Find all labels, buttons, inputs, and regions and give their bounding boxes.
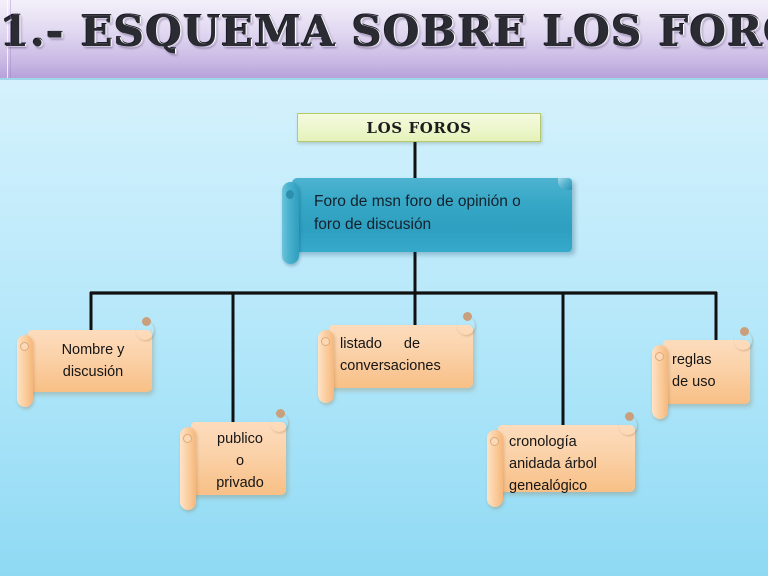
scroll-roll-left-icon <box>487 430 503 507</box>
node-publico-line2: o <box>235 453 245 469</box>
scroll-curl-right-icon <box>270 409 288 432</box>
node-reglas-de-uso[interactable]: reglas de uso <box>652 327 750 419</box>
node-publico-text: publico o privado <box>199 428 281 494</box>
scroll-curl-inner-icon <box>740 327 749 336</box>
node-listado-text: listado de conversaciones <box>340 333 464 377</box>
scroll-curl-right-icon <box>619 412 637 435</box>
node-foro-msn-line2: foro de discusión <box>314 216 432 233</box>
node-reglas-text: reglas de uso <box>672 349 744 393</box>
slide-title-bar: 1.- ESQUEMA SOBRE LOS FOROS <box>0 0 768 80</box>
scroll-curl-right-icon <box>558 178 572 190</box>
scroll-roll-dot-icon <box>20 342 29 351</box>
node-listado-de-conversaciones[interactable]: listado de conversaciones <box>318 312 473 403</box>
scroll-roll-dot-icon <box>286 190 294 199</box>
scroll-roll-left-icon <box>180 427 196 510</box>
node-listado-line1b: de <box>403 336 421 352</box>
node-cronologia-anidada[interactable]: cronología anidada árbol genealógico <box>487 412 635 507</box>
scroll-curl-inner-icon <box>625 412 634 421</box>
scroll-roll-left-icon <box>282 182 299 264</box>
node-nombre-y-discusion[interactable]: Nombre y discusión <box>17 317 152 407</box>
node-cronologia-line1: cronología <box>509 434 577 450</box>
scroll-curl-right-icon <box>457 312 475 335</box>
node-foro-msn-line1: Foro de msn foro de opinión o <box>314 193 521 210</box>
page-title: 1.- ESQUEMA SOBRE LOS FOROS <box>0 7 768 56</box>
node-cronologia-text: cronología anidada árbol genealógico <box>509 431 627 497</box>
scroll-roll-dot-icon <box>490 437 499 446</box>
scroll-roll-dot-icon <box>321 337 330 346</box>
node-nombre-line2: discusión <box>62 364 124 380</box>
scroll-curl-inner-icon <box>142 317 151 326</box>
node-publico-line3: privado <box>216 475 264 491</box>
scroll-curl-right-icon <box>136 317 154 340</box>
scroll-roll-left-icon <box>318 330 334 403</box>
node-cronologia-body <box>498 425 635 492</box>
scroll-curl-right-icon <box>734 327 752 350</box>
node-nombre-body <box>28 330 152 392</box>
scroll-roll-dot-icon <box>183 434 192 443</box>
node-listado-line1-row: listado de <box>340 333 464 355</box>
node-foro-msn-body <box>292 178 572 252</box>
scroll-curl-inner-icon <box>276 409 285 418</box>
scroll-roll-left-icon <box>17 335 33 407</box>
node-listado-line2: conversaciones <box>340 358 441 374</box>
scroll-roll-dot-icon <box>655 352 664 361</box>
node-reglas-line2: de uso <box>672 374 716 390</box>
node-foro-msn[interactable]: Foro de msn foro de opinión o foro de di… <box>282 178 572 264</box>
node-publico-body <box>191 422 286 495</box>
scroll-curl-inner-icon <box>463 312 472 321</box>
node-publico-o-privado[interactable]: publico o privado <box>180 409 286 510</box>
node-los-foros[interactable]: LOS FOROS <box>297 113 541 142</box>
node-publico-line1: publico <box>217 431 263 447</box>
node-listado-line1: listado <box>340 336 382 352</box>
node-listado-body <box>329 325 473 388</box>
node-nombre-text: Nombre y discusión <box>39 339 147 383</box>
node-reglas-line1: reglas <box>672 352 712 368</box>
node-foro-msn-text: Foro de msn foro de opinión o foro de di… <box>314 190 560 236</box>
node-nombre-line1: Nombre y <box>61 342 125 358</box>
node-cronologia-line2: anidada árbol <box>509 456 597 472</box>
node-reglas-body <box>663 340 750 404</box>
node-cronologia-line3: genealógico <box>509 478 588 494</box>
node-los-foros-label: LOS FOROS <box>366 118 472 137</box>
scroll-roll-left-icon <box>652 345 668 419</box>
